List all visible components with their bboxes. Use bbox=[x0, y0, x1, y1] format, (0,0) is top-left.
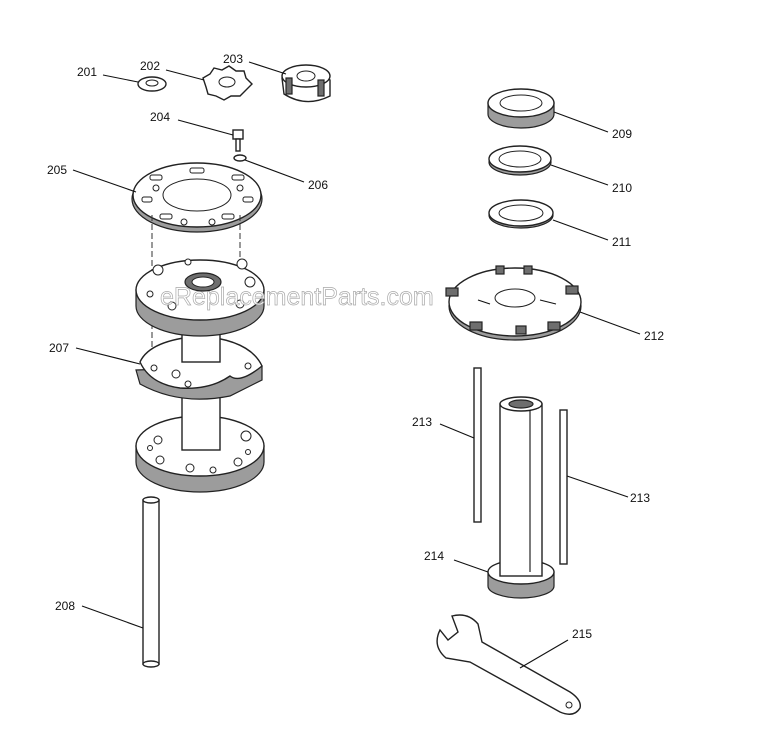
label-209: 209 bbox=[612, 127, 632, 141]
part-211-keyed-ring[interactable] bbox=[488, 199, 554, 229]
part-207-spool-assembly[interactable] bbox=[135, 258, 265, 493]
label-213-left: 213 bbox=[412, 415, 432, 429]
label-212: 212 bbox=[644, 329, 664, 343]
part-210-keyed-ring[interactable] bbox=[488, 145, 552, 176]
label-202: 202 bbox=[140, 59, 160, 73]
part-213-pin-left[interactable] bbox=[473, 367, 482, 523]
label-214: 214 bbox=[424, 549, 444, 563]
label-204: 204 bbox=[150, 110, 170, 124]
part-208-rod[interactable] bbox=[142, 496, 160, 668]
part-203-castle-nut[interactable] bbox=[281, 64, 331, 103]
label-208: 208 bbox=[55, 599, 75, 613]
label-207: 207 bbox=[49, 341, 69, 355]
watermark: eReplacementParts.com bbox=[160, 283, 434, 311]
part-202-star-nut[interactable] bbox=[202, 65, 253, 101]
part-212-tabbed-plate[interactable] bbox=[445, 265, 582, 341]
part-201-washer[interactable] bbox=[137, 76, 167, 92]
part-215-wrench[interactable] bbox=[436, 614, 581, 715]
part-214-tube[interactable] bbox=[487, 396, 555, 599]
part-labels: 201 202 203 204 205 206 207 208 209 210 … bbox=[47, 52, 664, 641]
label-203: 203 bbox=[223, 52, 243, 66]
part-213-pin-right[interactable] bbox=[559, 409, 568, 565]
label-205: 205 bbox=[47, 163, 67, 177]
label-215: 215 bbox=[572, 627, 592, 641]
leader-lines bbox=[72, 61, 641, 669]
label-210: 210 bbox=[612, 181, 632, 195]
label-206: 206 bbox=[308, 178, 328, 192]
part-206-lock-washer[interactable] bbox=[233, 154, 247, 162]
label-201: 201 bbox=[77, 65, 97, 79]
part-209-ring[interactable] bbox=[487, 88, 555, 129]
label-213-right: 213 bbox=[630, 491, 650, 505]
part-204-bolt[interactable] bbox=[232, 129, 244, 152]
part-205-slotted-plate[interactable] bbox=[131, 162, 263, 233]
label-211: 211 bbox=[612, 235, 631, 249]
